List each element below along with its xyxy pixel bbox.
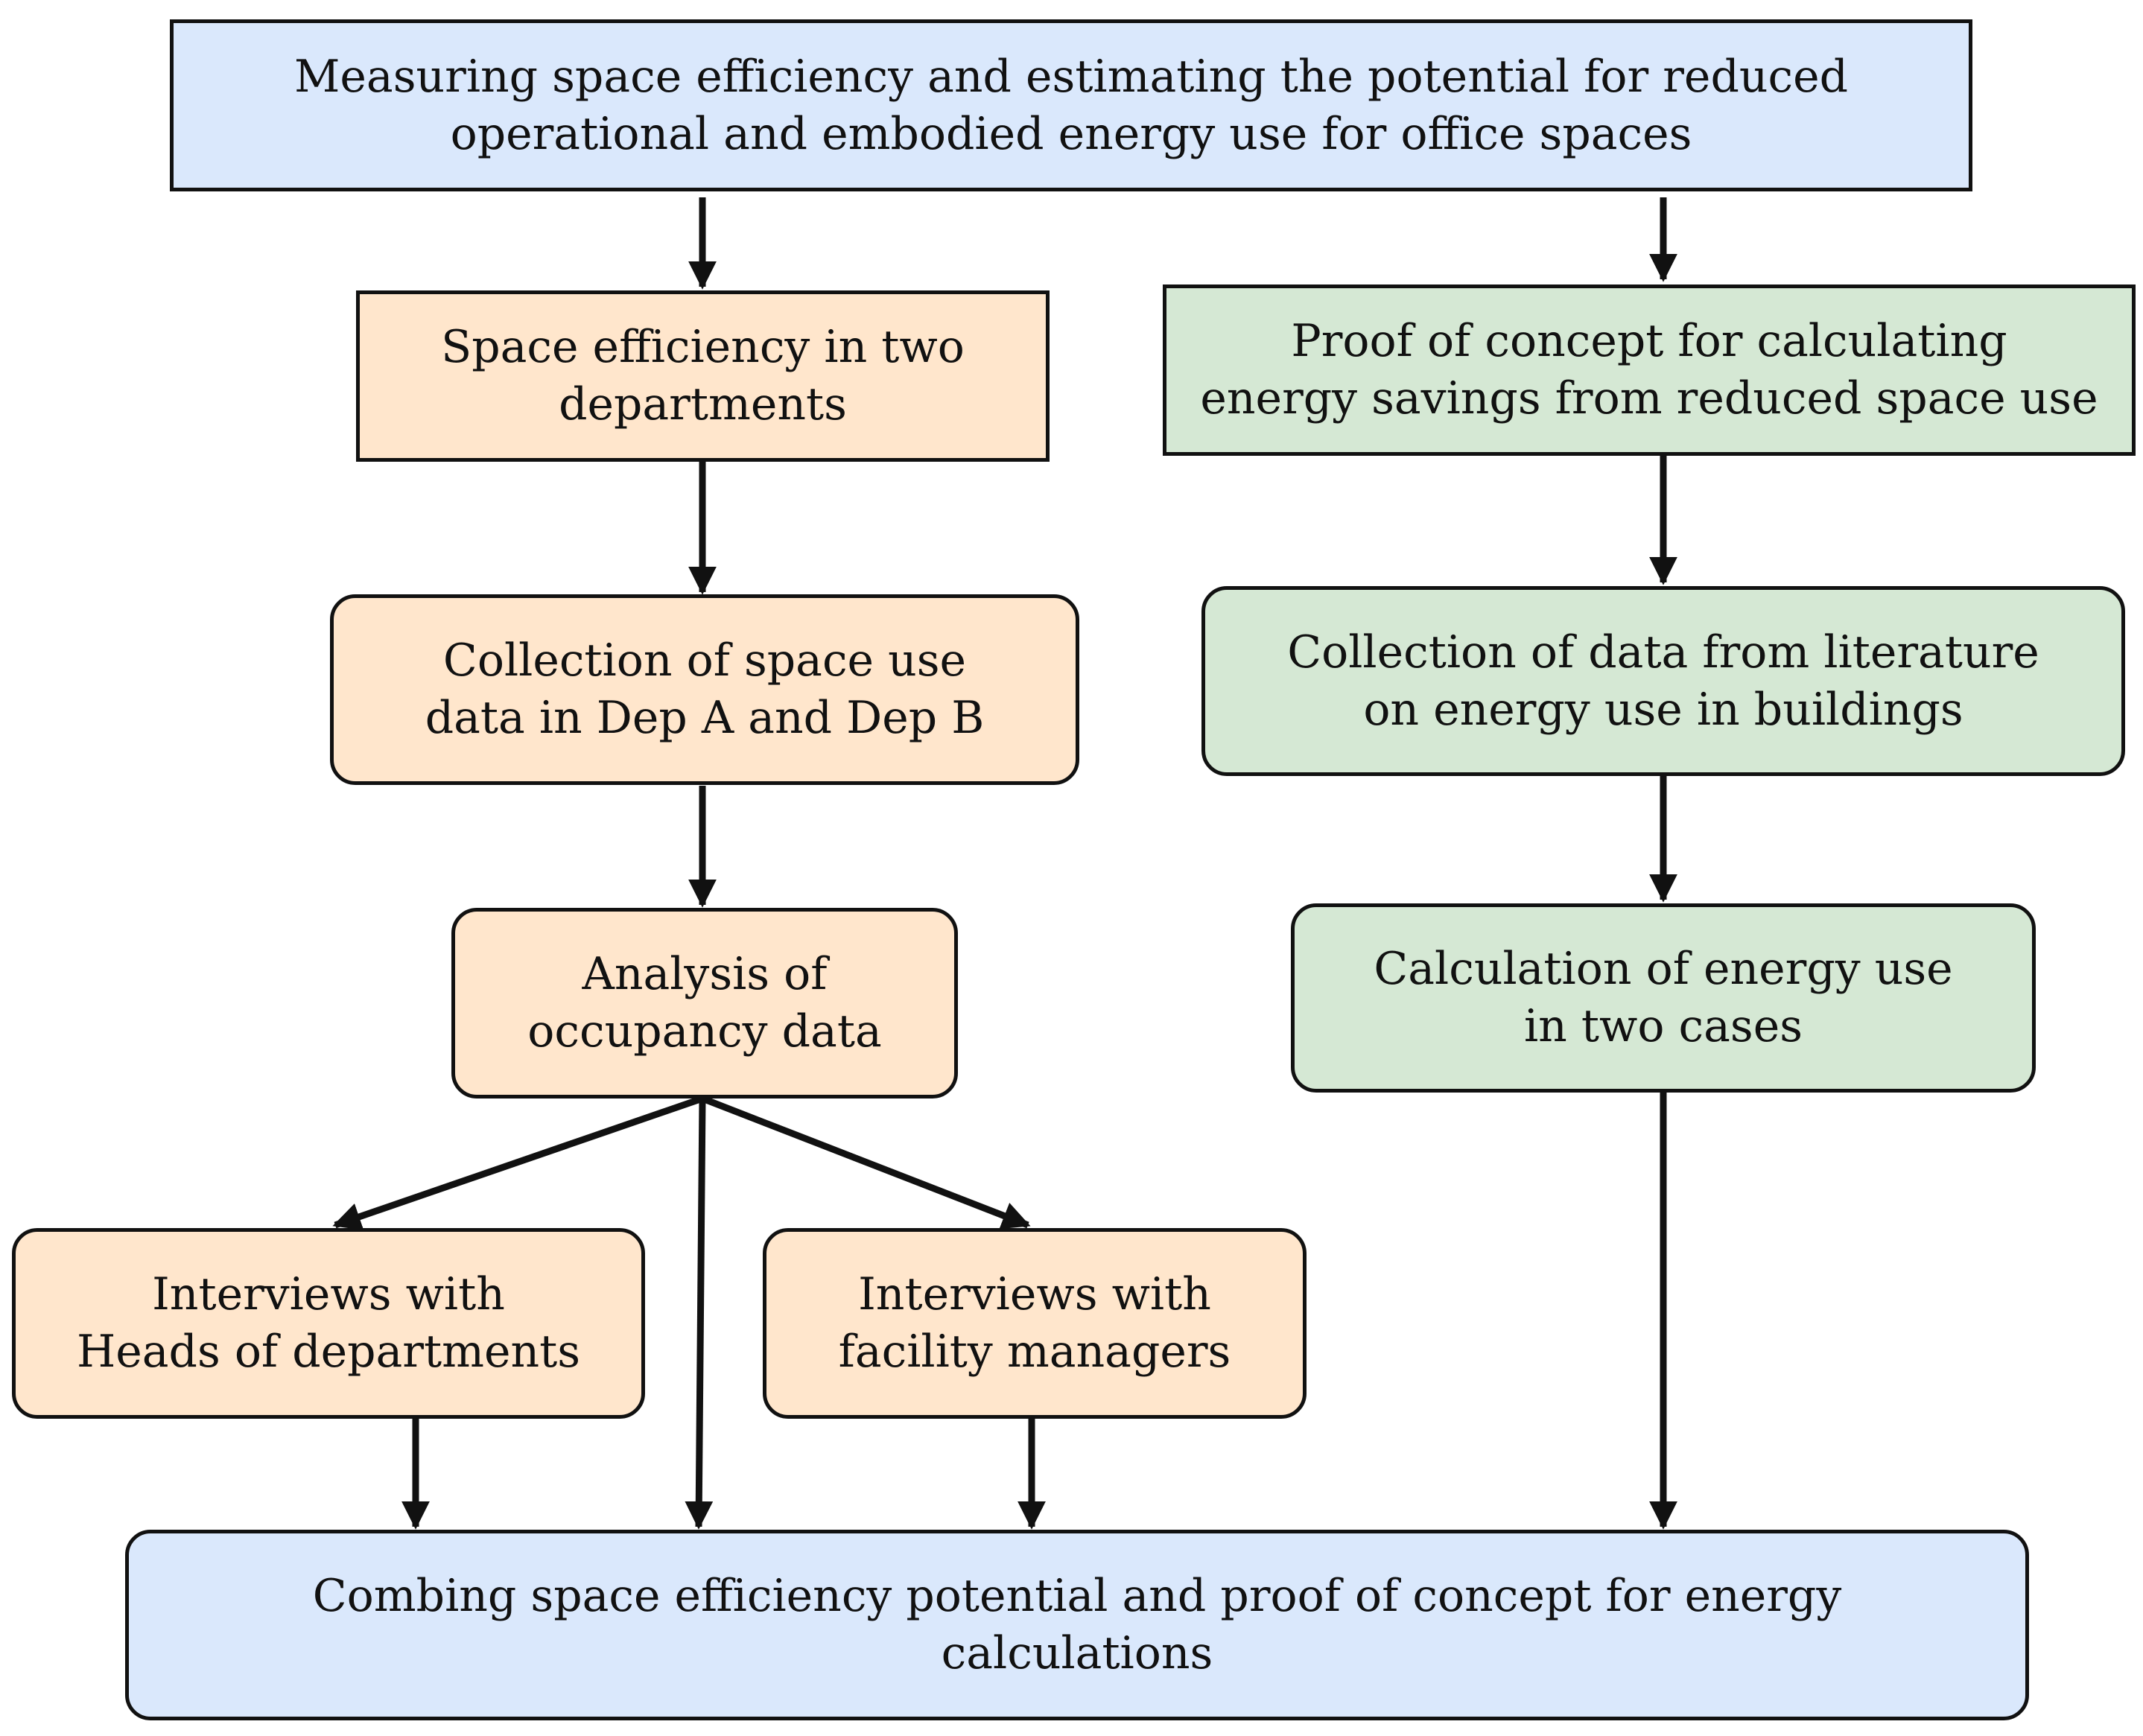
node-collection-literature: Collection of data from literature on en… [1201, 586, 2125, 776]
node-label: Proof of concept for calculating energy … [1200, 315, 2098, 425]
node-label: Calculation of energy use in two cases [1374, 943, 1953, 1052]
node-proof-of-concept: Proof of concept for calculating energy … [1163, 284, 2136, 456]
node-label: Combing space efficiency potential and p… [312, 1570, 1842, 1679]
node-calculation-energy-use: Calculation of energy use in two cases [1291, 903, 2036, 1093]
arrow-analysis-to-bottom [685, 1098, 714, 1530]
node-label: Collection of data from literature on en… [1287, 626, 2039, 736]
arrow-analysis-to-interviews-fm [701, 1095, 1031, 1230]
node-space-efficiency-departments: Space efficiency in two departments [356, 290, 1050, 462]
node-label: Interviews with facility managers [838, 1268, 1231, 1378]
node-label: Measuring space efficiency and estimatin… [293, 50, 1849, 160]
node-label: Analysis of occupancy data [527, 948, 882, 1058]
node-combining-space-efficiency: Combing space efficiency potential and p… [125, 1530, 2029, 1720]
node-collection-space-use: Collection of space use data in Dep A an… [330, 594, 1079, 785]
node-label: Interviews with Heads of departments [76, 1268, 581, 1378]
node-measuring-space-efficiency: Measuring space efficiency and estimatin… [170, 19, 1972, 191]
node-label: Space efficiency in two departments [441, 321, 965, 430]
node-interviews-heads: Interviews with Heads of departments [12, 1228, 645, 1419]
node-label: Collection of space use data in Dep A an… [425, 635, 985, 744]
arrow-analysis-to-interviews-heads [332, 1095, 704, 1230]
node-analysis-occupancy: Analysis of occupancy data [451, 908, 958, 1098]
node-interviews-facility-managers: Interviews with facility managers [763, 1228, 1307, 1419]
